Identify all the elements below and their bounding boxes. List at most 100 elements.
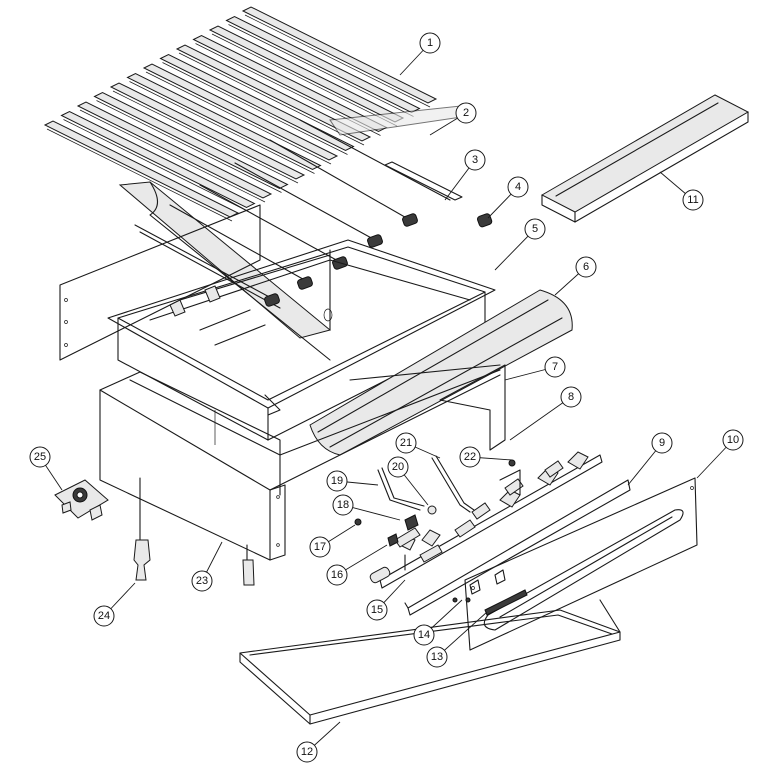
callout-leader-13 xyxy=(436,611,488,658)
callout-number: 19 xyxy=(331,475,343,487)
callout-8: 8 xyxy=(560,386,582,408)
grate-bar-edge xyxy=(79,109,266,203)
callout-19: 19 xyxy=(326,470,348,492)
callout-3: 3 xyxy=(464,149,486,171)
grease-trough xyxy=(540,94,750,223)
callout-number: 5 xyxy=(532,223,538,235)
grate-bar xyxy=(175,44,372,142)
burner-tubes xyxy=(134,119,493,309)
callout-circle xyxy=(191,570,213,592)
grate-bar xyxy=(126,72,322,171)
callout-number: 14 xyxy=(418,629,430,641)
callout-number: 16 xyxy=(331,569,343,581)
grate-bar xyxy=(76,101,273,199)
callout-number: 13 xyxy=(431,651,443,663)
gas-regulator xyxy=(54,479,109,521)
callout-number: 4 xyxy=(515,181,521,193)
callout-circle xyxy=(366,599,388,621)
callout-number: 21 xyxy=(400,437,412,449)
grate-bar xyxy=(109,82,306,180)
callout-number: 23 xyxy=(196,575,208,587)
callout-number: 15 xyxy=(371,604,383,616)
callout-number: 6 xyxy=(583,261,589,273)
callout-number: 17 xyxy=(314,541,326,553)
callout-circle xyxy=(722,429,744,451)
callout-number: 7 xyxy=(552,361,558,373)
valve-assembly xyxy=(354,451,603,589)
grate-bar-edge xyxy=(162,62,348,155)
left-side-panel xyxy=(59,204,261,361)
callout-number: 25 xyxy=(34,451,46,463)
valve-bracket xyxy=(404,479,631,616)
callout-number: 12 xyxy=(301,746,313,758)
callout-number: 8 xyxy=(568,391,574,403)
cooking-grates xyxy=(43,6,438,222)
grate-bar-edge xyxy=(228,24,414,117)
callout-number: 20 xyxy=(392,461,404,473)
callout-number: 24 xyxy=(98,610,110,622)
callout-circle xyxy=(326,470,348,492)
heat-deflector xyxy=(309,289,573,456)
callout-circle xyxy=(426,646,448,668)
callout-number: 10 xyxy=(727,434,739,446)
callout-circle xyxy=(29,446,51,468)
callout-number: 3 xyxy=(472,154,478,166)
callout-24: 24 xyxy=(93,605,115,627)
cabinet-body xyxy=(99,369,501,561)
callout-18: 18 xyxy=(332,494,354,516)
callout-circle xyxy=(395,432,417,454)
callout-10: 10 xyxy=(722,429,744,451)
grate-bar xyxy=(60,110,256,209)
callout-13: 13 xyxy=(426,646,448,668)
callout-number: 18 xyxy=(337,499,349,511)
callout-circle xyxy=(507,176,529,198)
callout-circle xyxy=(459,446,481,468)
callout-22: 22 xyxy=(459,446,481,468)
callout-circle xyxy=(651,432,673,454)
callout-circle xyxy=(332,494,354,516)
callout-number: 1 xyxy=(427,37,433,49)
drip-tray xyxy=(239,599,621,725)
callout-7: 7 xyxy=(544,356,566,378)
callout-circle xyxy=(413,624,435,646)
callout-circle xyxy=(387,456,409,478)
control-panel xyxy=(464,477,698,651)
callout-number: 2 xyxy=(463,107,469,119)
callout-number: 22 xyxy=(464,451,476,463)
grate-bar-edge xyxy=(211,33,398,127)
igniter-strip xyxy=(452,569,528,616)
callout-15: 15 xyxy=(366,599,388,621)
callout-25: 25 xyxy=(29,446,51,468)
callout-2: 2 xyxy=(455,102,477,124)
grate-bar-edge xyxy=(46,128,233,222)
callout-number: 11 xyxy=(687,194,698,206)
grate-bar-edge xyxy=(145,71,332,165)
callout-circle xyxy=(309,536,331,558)
callout-20: 20 xyxy=(387,456,409,478)
legs xyxy=(133,477,255,586)
grate-bar xyxy=(159,53,355,152)
callout-6: 6 xyxy=(575,256,597,278)
manifold-frame xyxy=(349,364,506,451)
grate-bar-edge xyxy=(178,52,365,146)
callout-circle xyxy=(544,356,566,378)
callout-circle xyxy=(455,102,477,124)
callout-1: 1 xyxy=(419,32,441,54)
callout-21: 21 xyxy=(395,432,417,454)
grate-bar xyxy=(93,91,289,190)
grate-bar-edge xyxy=(244,14,431,108)
grate-bar xyxy=(142,63,339,161)
grate-bar xyxy=(43,120,240,218)
grate-bar-edge xyxy=(96,100,282,193)
callout-11: 11 xyxy=(682,189,704,211)
callout-circle xyxy=(93,605,115,627)
callout-circle xyxy=(524,218,546,240)
callout-circle xyxy=(296,741,318,763)
callout-circle xyxy=(464,149,486,171)
callout-circle xyxy=(575,256,597,278)
callout-leader-8 xyxy=(509,396,572,441)
callout-23: 23 xyxy=(191,570,213,592)
